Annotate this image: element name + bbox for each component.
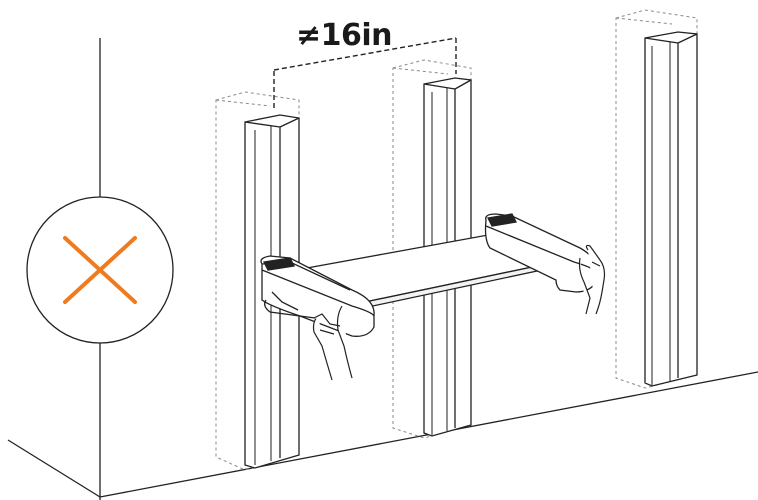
incorrect-indicator [26,196,174,344]
stud-spacing-dimension [273,37,457,108]
bracket-left-body [260,255,375,337]
cross-icon [63,236,137,304]
left-hand [312,305,353,381]
wall-stud-right [615,9,698,389]
bracket-right [484,213,597,293]
right-hand [578,244,606,315]
floor-left-line [7,439,101,498]
bracket-left [260,255,375,337]
stud-outline-dashed [392,59,472,439]
bracket-right-body [484,213,597,293]
stud-spacing-label: ≠16in [296,18,393,53]
